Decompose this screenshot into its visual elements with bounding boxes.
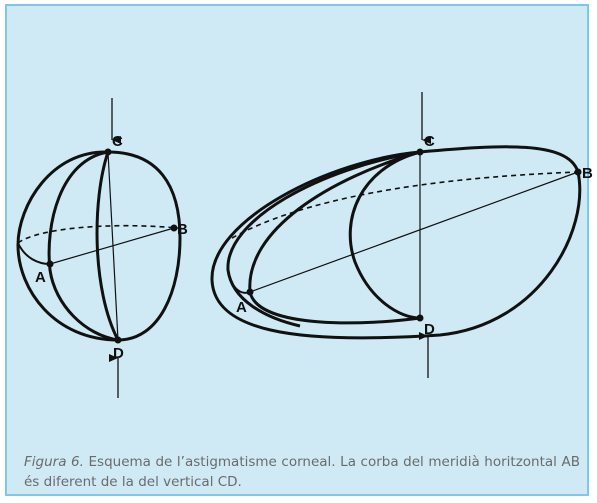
right-inner-meridian-3 <box>348 150 421 320</box>
right-label-c: C <box>424 133 435 150</box>
right-label-b: B <box>582 165 593 182</box>
right-eye-diagram <box>210 92 582 378</box>
left-label-b: B <box>177 221 188 238</box>
left-label-c: C <box>112 133 123 150</box>
left-eye-diagram <box>16 98 182 398</box>
caption-figure-label: Figura 6. <box>24 454 84 470</box>
left-axis-cd <box>107 151 119 341</box>
right-label-a: A <box>236 299 247 316</box>
right-axis-ab <box>249 171 579 293</box>
left-dashed-equator <box>17 224 179 244</box>
left-label-a: A <box>35 269 46 286</box>
left-inner-meridian <box>47 150 119 342</box>
right-solid-equator <box>227 271 251 294</box>
left-solid-equator <box>17 242 51 265</box>
right-inner-meridian-2 <box>248 150 421 325</box>
caption-text: Esquema de l’astigmatisme corneal. La co… <box>24 454 580 490</box>
left-axis-ab <box>49 227 175 265</box>
right-inner-meridian <box>226 150 421 328</box>
left-outline <box>16 150 182 342</box>
figure-panel <box>5 4 589 496</box>
right-label-d: D <box>424 321 435 338</box>
left-inner-meridian-2 <box>95 151 120 341</box>
figure-caption: Figura 6. Esquema de l’astigmatisme corn… <box>24 452 580 492</box>
left-label-d: D <box>113 345 124 362</box>
right-dashed-equator <box>231 171 579 239</box>
